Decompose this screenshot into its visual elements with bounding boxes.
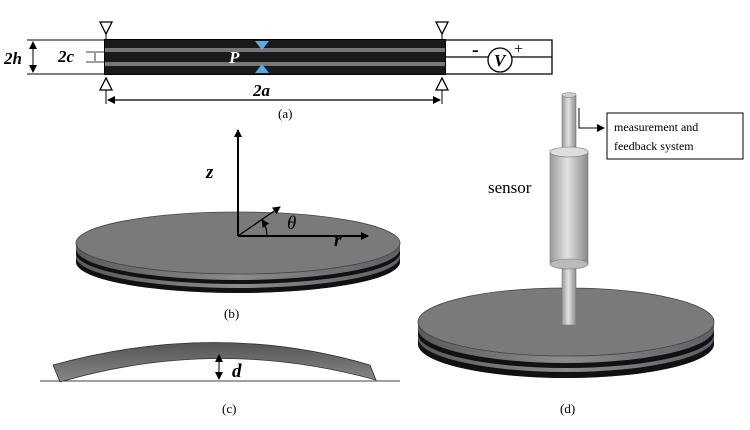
label-2a: 2a [252,81,271,100]
label-d: d [232,361,242,382]
voltmeter-icon [487,47,513,73]
caption-c: (c) [222,401,236,416]
label-2c: 2c [57,47,75,66]
beam-dark-layer-top [105,40,445,48]
support-top-right-icon [434,21,450,36]
radial-arrow [237,206,281,237]
box-line-2: feedback system [614,139,694,153]
sensor-body [549,151,589,265]
beam-gray-gap-2 [105,62,445,66]
label-z: z [205,162,214,183]
caption-b: (b) [224,306,239,321]
circuit-loop [445,39,553,75]
panel-b: z r θ (b) [75,129,401,321]
load-marker-top [255,41,269,50]
panel-c: d (c) [40,342,400,416]
beam-middle-layer [105,52,445,62]
connector-arrow [578,108,605,132]
label-plus: + [514,41,523,58]
disk-d-dark-layer-2 [418,338,714,378]
disk-b-dark-layer-2 [76,257,400,293]
label-r: r [334,230,342,251]
sensor-label: sensor [488,178,532,197]
bent-plate [52,342,377,383]
beam-dark-layer-bottom [105,66,445,74]
caption-a: (a) [278,106,292,121]
label-minus: - [472,39,479,61]
support-top-left-icon [98,21,114,36]
load-marker-bottom [255,64,269,73]
label-theta: θ [287,213,296,234]
label-2h: 2h [3,49,22,68]
panel-d: measurement and feedback system sensor (… [417,92,744,416]
support-bottom-left-icon [98,76,114,91]
beam-gray-gap-1 [105,48,445,52]
box-line-1: measurement and [614,120,698,134]
theta-arc [261,219,270,237]
label-V: V [494,51,507,70]
label-P: P [228,48,240,67]
panel-a: 2h 2c P 2a V - + (a) [3,21,553,121]
caption-d: (d) [560,401,575,416]
measurement-box [606,112,744,160]
sensor-body-top [549,146,589,158]
support-bottom-right-icon [434,76,450,91]
sensor-body-bottom [549,258,589,270]
sensor-rod-top [561,92,577,98]
